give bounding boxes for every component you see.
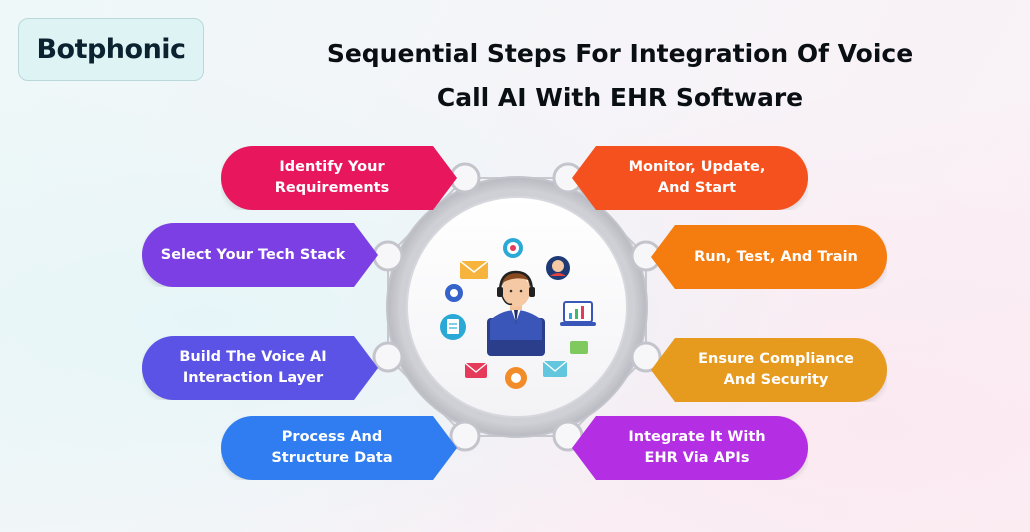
step-integrate-ehr-apis[interactable]: Integrate It With EHR Via APIs [572,416,808,480]
target-icon [503,238,523,258]
step-run-test-train[interactable]: Run, Test, And Train [651,225,887,289]
step-label: Select Your Tech Stack [160,246,346,263]
title-line-1: Sequential Steps For Integration Of Voic… [326,39,914,68]
step-identify-requirements[interactable]: Identify Your Requirements [221,146,457,210]
step-label: Monitor, Update, And Start [628,159,766,196]
support-agent-icon [546,256,570,280]
laptop-chart-icon [560,301,596,326]
cog-icon [505,367,527,389]
envelope-icon [542,360,568,377]
chat-icon [570,341,588,354]
step-label: Build The Voice AI Interaction Layer [179,349,327,386]
step-process-structure-data[interactable]: Process And Structure Data [221,416,457,480]
logo-text: Botphonic [36,34,186,65]
step-ensure-compliance-security[interactable]: Ensure Compliance And Security [651,338,887,402]
document-icon [440,314,466,340]
mail-icon-small [464,362,488,378]
step-label: Identify Your Requirements [274,159,390,196]
email-icon [459,260,489,279]
step-label: Ensure Compliance And Security [698,351,854,388]
step-build-voice-ai-layer[interactable]: Build The Voice AI Interaction Layer [142,336,378,400]
step-monitor-update-start[interactable]: Monitor, Update, And Start [572,146,808,210]
node-7 [449,420,481,452]
title-line-2: Call AI With EHR Software [436,83,804,112]
step-select-tech-stack[interactable]: Select Your Tech Stack [142,223,378,287]
page-title: Sequential Steps For Integration Of Voic… [300,32,940,120]
step-label: Run, Test, And Train [694,248,858,265]
node-5 [372,341,404,373]
brand-logo[interactable]: Botphonic [18,18,204,81]
node-6 [630,341,662,373]
step-label: Process And Structure Data [271,429,393,466]
headset-agent-icon [487,270,545,356]
node-3 [372,240,404,272]
step-label: Integrate It With EHR Via APIs [628,429,766,466]
gear-icon [445,284,463,302]
